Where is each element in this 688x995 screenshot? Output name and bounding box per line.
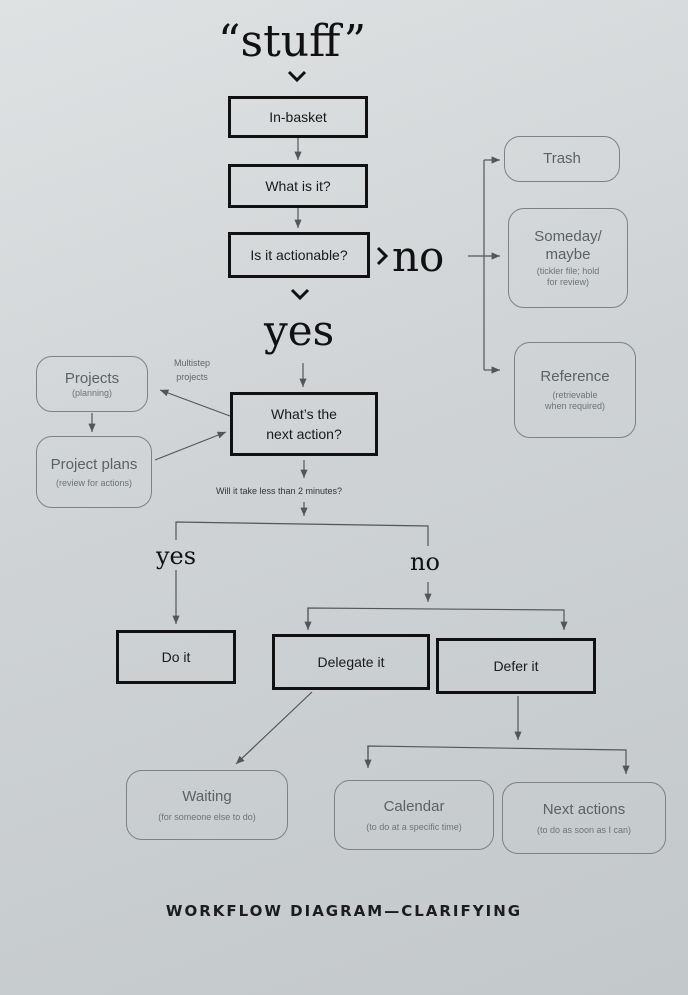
do-it-label: Do it bbox=[161, 649, 191, 665]
calendar-label: Calendar bbox=[383, 797, 445, 815]
yes-small-label: yes bbox=[156, 542, 197, 570]
project-plans-label: Project plans bbox=[50, 455, 138, 473]
project-plans-box: Project plans (review for actions) bbox=[36, 436, 152, 508]
next-action-box: What’s the next action? bbox=[230, 392, 378, 456]
next-actions-note: (to do as soon as I can) bbox=[536, 824, 632, 835]
no-label: no bbox=[392, 232, 445, 281]
diagram-caption: WORKFLOW DIAGRAM—CLARIFYING bbox=[165, 902, 523, 920]
trash-label: Trash bbox=[543, 150, 581, 167]
calendar-note: (to do at a specific time) bbox=[366, 821, 462, 832]
what-is-it-label: What is it? bbox=[265, 178, 331, 194]
projects-label: Projects bbox=[64, 369, 120, 387]
waiting-box: Waiting (for someone else to do) bbox=[126, 770, 288, 840]
someday-maybe-box: Someday/ maybe (tickler file; hold for r… bbox=[508, 208, 628, 308]
delegate-it-label: Delegate it bbox=[317, 654, 385, 670]
next-actions-label: Next actions bbox=[542, 800, 626, 818]
waiting-label: Waiting bbox=[182, 787, 232, 805]
someday-note: (tickler file; hold for review) bbox=[536, 266, 600, 287]
defer-it-label: Defer it bbox=[493, 658, 539, 674]
defer-it-box: Defer it bbox=[436, 638, 596, 694]
in-basket-label: In-basket bbox=[269, 109, 327, 125]
yes-label: yes bbox=[264, 306, 335, 355]
is-actionable-box: Is it actionable? bbox=[228, 232, 370, 278]
reference-box: Reference (retrievable when required) bbox=[514, 342, 636, 438]
two-minutes-question: Will it take less than 2 minutes? bbox=[216, 486, 343, 496]
calendar-box: Calendar (to do at a specific time) bbox=[334, 780, 494, 850]
stuff-title: “stuff” bbox=[218, 16, 367, 67]
projects-box: Projects (planning) bbox=[36, 356, 148, 412]
in-basket-box: In-basket bbox=[228, 96, 368, 138]
projects-note: (planning) bbox=[71, 387, 113, 398]
someday-label: Someday/ maybe bbox=[534, 228, 602, 263]
next-actions-box: Next actions (to do as soon as I can) bbox=[502, 782, 666, 854]
is-actionable-label: Is it actionable? bbox=[250, 247, 348, 263]
next-action-label: What’s the next action? bbox=[266, 406, 342, 442]
trash-box: Trash bbox=[504, 136, 620, 182]
reference-label: Reference bbox=[540, 368, 610, 385]
what-is-it-box: What is it? bbox=[228, 164, 368, 208]
no-small-label: no bbox=[410, 548, 440, 576]
project-plans-note: (review for actions) bbox=[55, 477, 133, 488]
do-it-box: Do it bbox=[116, 630, 236, 684]
multistep-projects-label: Multistep projects bbox=[173, 358, 210, 382]
delegate-it-box: Delegate it bbox=[272, 634, 430, 690]
reference-note: (retrievable when required) bbox=[544, 390, 606, 411]
waiting-note: (for someone else to do) bbox=[158, 811, 256, 822]
